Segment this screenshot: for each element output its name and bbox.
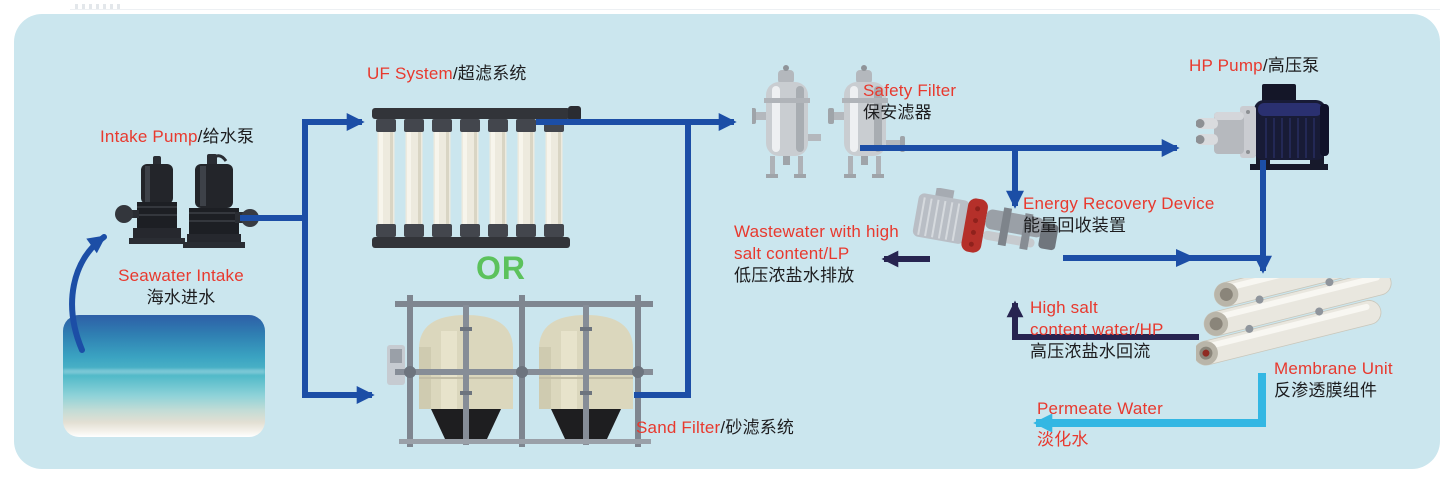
energy-recovery-label-en: Energy Recovery Device [1023,194,1215,213]
membrane-unit-label-zh: 反渗透膜组件 [1274,381,1378,400]
energy-recovery-device-image [912,188,1059,253]
seawater-intake-label: Seawater Intake 海水进水 [95,265,267,309]
seawater-intake-label-en: Seawater Intake [118,266,244,285]
intake-pump-label-zh: /给水泵 [197,127,255,146]
line-sand-filter-up [634,122,691,398]
uf-system-label-en: UF System [367,64,453,83]
arrow-permeate-water [1033,373,1266,433]
high-salt-label-zh: 高压浓盐水回流 [1030,342,1151,361]
safety-filter-image [752,65,905,178]
membrane-unit-image [1196,278,1402,366]
energy-recovery-label: Energy Recovery Device 能量回收装置 [1023,193,1214,237]
hp-pump-image [1196,84,1329,170]
high-salt-label-line1: High salt [1030,298,1098,317]
wastewater-label-zh: 低压浓盐水排放 [734,266,855,285]
membrane-unit-label: Membrane Unit 反渗透膜组件 [1274,358,1393,402]
page-edge-artifact [70,2,1440,10]
uf-system-image [372,106,581,248]
intake-pump-label: Intake Pump/给水泵 [100,126,254,148]
arrow-high-salt-return [1006,300,1199,340]
sand-filter-image [387,295,653,447]
safety-filter-label-zh: 保安滤器 [863,103,932,122]
high-salt-label-line2: content water/HP [1030,320,1164,339]
uf-system-label: UF System/超滤系统 [367,63,527,85]
wastewater-label-line1: Wastewater with high [734,222,899,241]
hp-pump-label: HP Pump/高压泵 [1189,55,1319,77]
high-salt-label: High salt content water/HP 高压浓盐水回流 [1030,297,1164,363]
hp-pump-label-zh: /高压泵 [1262,56,1320,75]
safety-filter-label: Safety Filter 保安滤器 [863,80,956,124]
sand-filter-label-zh: /砂滤系统 [720,418,795,437]
energy-recovery-label-zh: 能量回收装置 [1023,216,1127,235]
intake-pump-label-en: Intake Pump [100,127,198,146]
membrane-unit-label-en: Membrane Unit [1274,359,1393,378]
wastewater-label-line2: salt content/LP [734,244,850,263]
sand-filter-label: Sand Filter/砂滤系统 [636,417,794,439]
safety-filter-label-en: Safety Filter [863,81,957,100]
or-label: OR [476,250,526,286]
seawater-photo [63,315,265,437]
wastewater-label: Wastewater with high salt content/LP 低压浓… [734,221,899,287]
uf-system-label-zh: /超滤系统 [452,64,527,83]
intake-pump-image [115,154,259,248]
hp-pump-label-en: HP Pump [1189,56,1263,75]
permeate-water-label-zh: 淡化水 [1037,430,1089,449]
erd-output-arrowhead [1176,249,1196,267]
seawater-intake-label-zh: 海水进水 [146,288,216,307]
permeate-water-label-en: Permeate Water [1037,399,1163,418]
arrow-seawater-to-pump [69,234,107,353]
sand-filter-label-en: Sand Filter [636,418,721,437]
